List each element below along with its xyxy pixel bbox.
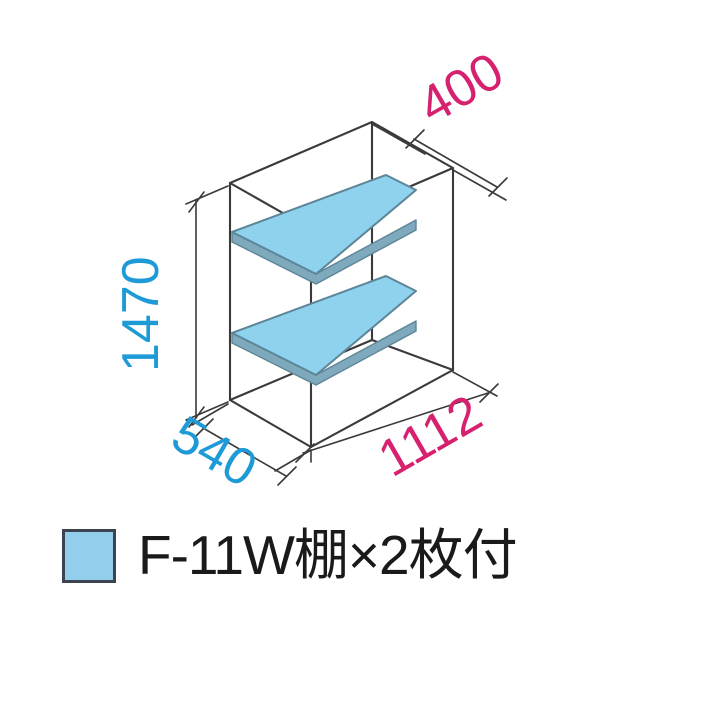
ext-line-height-bottom — [185, 401, 229, 421]
dim-line-side — [202, 427, 287, 477]
dimension-label-1470: 1470 — [112, 256, 170, 372]
dim-tick-depth-far — [488, 177, 508, 197]
shelf-upper-surface — [231, 174, 417, 275]
cabinet-edge-bottom-front-to-right — [309, 368, 455, 449]
legend-label: F-11W棚×2枚付 — [138, 524, 518, 586]
ext-line-depth-far — [452, 169, 507, 201]
dimension-width-1112 — [295, 371, 499, 463]
dimension-depth-400 — [371, 123, 508, 201]
dim-tick-side-front — [277, 466, 297, 486]
dim-tick-width-right — [479, 383, 499, 403]
dim-tick-height-top — [188, 191, 205, 213]
dimension-label-540: 540 — [162, 405, 266, 499]
shelf-lower — [231, 275, 417, 386]
cabinet-wireframe — [228, 120, 455, 449]
legend: F-11W棚×2枚付 — [62, 524, 518, 586]
shelf-upper — [231, 174, 417, 285]
ext-line-height-top — [185, 185, 229, 205]
dim-tick-width-left — [295, 443, 315, 463]
cabinet-edge-bottom-left-to-front — [228, 398, 313, 449]
dimension-height-1470 — [185, 185, 229, 428]
dim-tick-side-back — [194, 418, 214, 438]
ext-line-depth-near — [371, 123, 426, 155]
legend-color-swatch — [62, 528, 116, 583]
dim-line-depth — [413, 138, 498, 188]
ext-line-side-back — [191, 403, 229, 426]
dim-tick-height-bottom — [188, 406, 205, 428]
dimension-label-400: 400 — [409, 42, 513, 136]
dim-line-width — [302, 392, 489, 454]
shelf-lower-surface — [231, 275, 417, 376]
dimension-label-1112: 1112 — [369, 384, 492, 488]
dim-tick-depth-near — [405, 129, 425, 149]
